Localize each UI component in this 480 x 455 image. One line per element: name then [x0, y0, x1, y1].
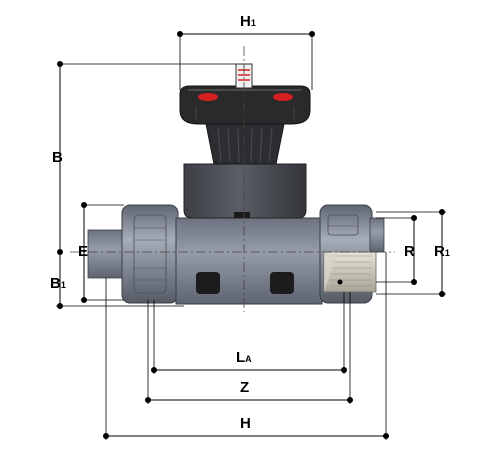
dimension-la: LA — [151, 292, 347, 374]
dimension-label-r1: R1 — [434, 243, 450, 260]
red-indicator-right — [273, 93, 293, 101]
left-union-nut — [121, 204, 179, 304]
threaded-insert-section — [323, 251, 377, 293]
dimension-label-h: H — [240, 415, 251, 432]
right-mounting-foot — [270, 272, 294, 294]
dimension-z: Z — [145, 292, 353, 404]
dimension-label-la: LA — [236, 349, 252, 366]
dimension-h1: H1 — [177, 13, 315, 90]
valve-neck — [205, 123, 285, 165]
right-pipe-end — [369, 217, 385, 253]
left-mounting-foot — [196, 272, 220, 294]
dimension-e: E — [78, 202, 124, 303]
dimension-r: R — [337, 215, 417, 285]
dimension-label-b1: B1 — [50, 275, 66, 292]
valve-body — [87, 204, 385, 305]
dimension-label-e: E — [78, 243, 88, 260]
dimension-label-z: Z — [240, 379, 249, 396]
dimension-b1: B1 — [50, 252, 184, 309]
red-indicator-left — [198, 93, 218, 101]
dimension-label-h1: H1 — [240, 13, 256, 30]
dimension-r1: R1 — [376, 209, 450, 297]
dimension-label-b: B — [52, 149, 63, 166]
dimension-b: B — [52, 61, 236, 255]
position-indicator — [235, 63, 253, 89]
dimension-h: H — [103, 252, 389, 440]
dimension-label-r: R — [404, 243, 415, 260]
valve-bonnet — [183, 163, 307, 219]
handwheel — [179, 85, 311, 125]
